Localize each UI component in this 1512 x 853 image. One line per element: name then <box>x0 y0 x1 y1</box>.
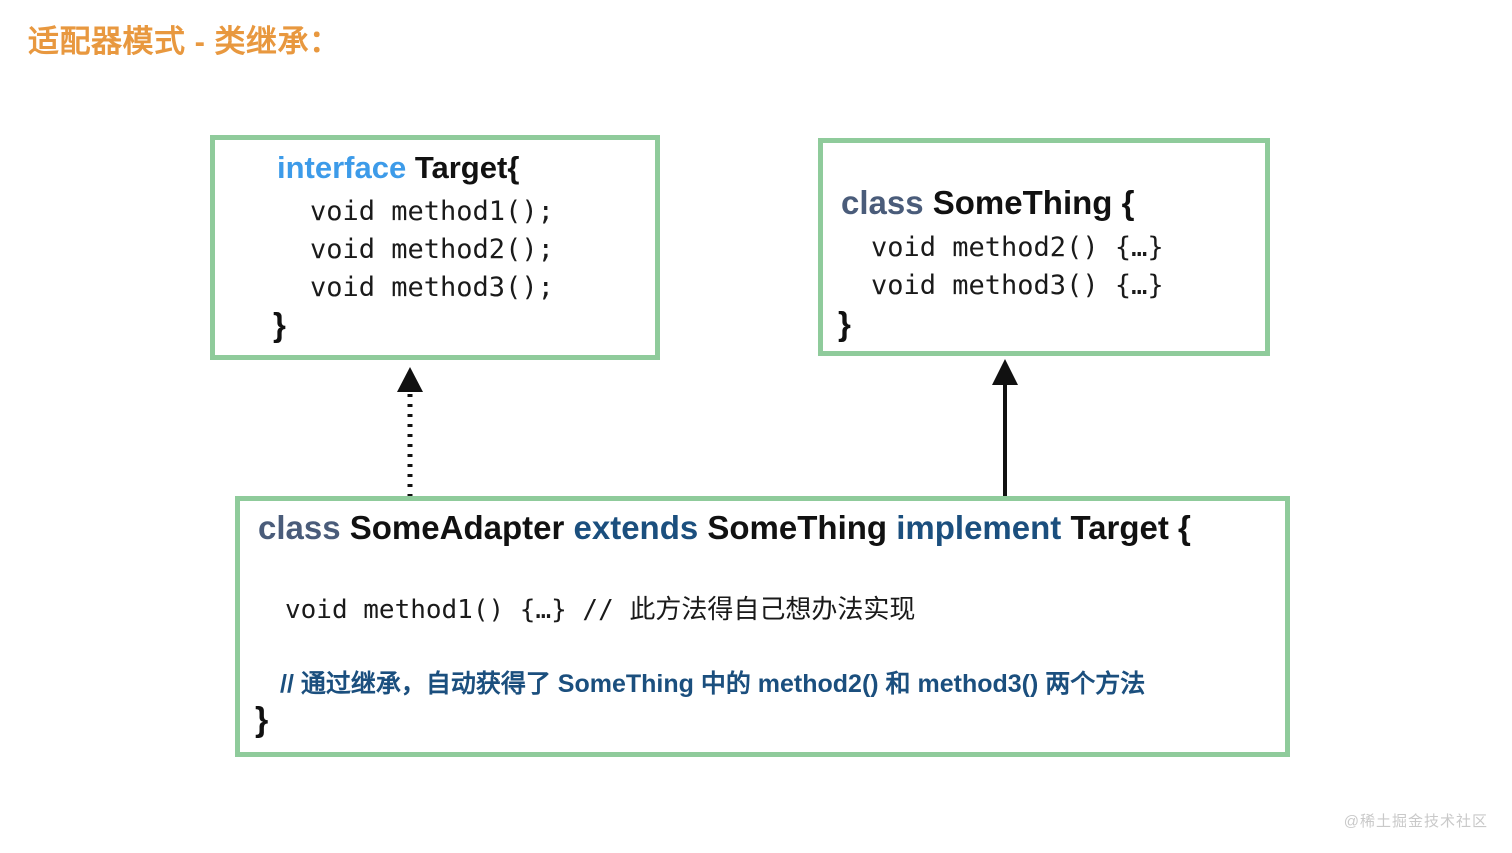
page-title: 适配器模式 - 类继承： <box>28 24 341 59</box>
open-brace-target: { <box>507 150 520 185</box>
keyword-class: class <box>841 184 924 221</box>
declaration-line-target: interface Target{ <box>277 150 520 185</box>
identifier-someadapter: SomeAdapter <box>349 509 565 546</box>
code-box-adapter: class SomeAdapter extends SomeThing impl… <box>235 496 1290 757</box>
declaration-line-adapter: class SomeAdapter extends SomeThing impl… <box>258 509 1191 546</box>
code-box-target-content: interface Target{ void method1(); void m… <box>215 140 655 355</box>
code-box-something: class SomeThing { void method2() {…} voi… <box>818 138 1270 356</box>
method-line: void method3() {…} <box>871 270 1164 301</box>
identifier-something: SomeThing <box>932 184 1113 221</box>
close-brace-target: } <box>273 306 286 343</box>
method-line: void method2() {…} <box>871 232 1164 263</box>
method-line-with-comment: void method1() {…} // 此方法得自己想办法实现 <box>285 595 916 625</box>
identifier-something: SomeThing <box>707 509 888 546</box>
declaration-line-something: class SomeThing { <box>841 184 1135 221</box>
code-box-target: interface Target{ void method1(); void m… <box>210 135 660 360</box>
arrow-extends-solid <box>992 359 1018 498</box>
code-box-adapter-content: class SomeAdapter extends SomeThing impl… <box>240 501 1285 752</box>
keyword-class: class <box>258 509 341 546</box>
arrow-head <box>992 359 1018 385</box>
arrow-implements-dotted <box>397 367 423 497</box>
method-line: void method1(); <box>310 196 554 227</box>
method-line: void method2(); <box>310 234 554 265</box>
close-brace-something: } <box>838 305 851 342</box>
inheritance-comment: // 通过继承，自动获得了 SomeThing 中的 method2() 和 m… <box>280 670 1146 698</box>
keyword-implement: implement <box>896 509 1062 546</box>
identifier-target: Target <box>414 150 508 185</box>
watermark: @稀土掘金技术社区 <box>1343 813 1488 830</box>
method-line: void method3(); <box>310 272 554 303</box>
keyword-interface: interface <box>277 150 407 185</box>
open-brace-adapter: { <box>1178 509 1191 546</box>
keyword-extends: extends <box>573 509 699 546</box>
code-box-something-content: class SomeThing { void method2() {…} voi… <box>823 143 1265 351</box>
arrow-head <box>397 367 423 392</box>
close-brace-adapter: } <box>255 701 269 739</box>
identifier-target: Target <box>1070 509 1169 546</box>
open-brace-something: { <box>1121 184 1135 221</box>
